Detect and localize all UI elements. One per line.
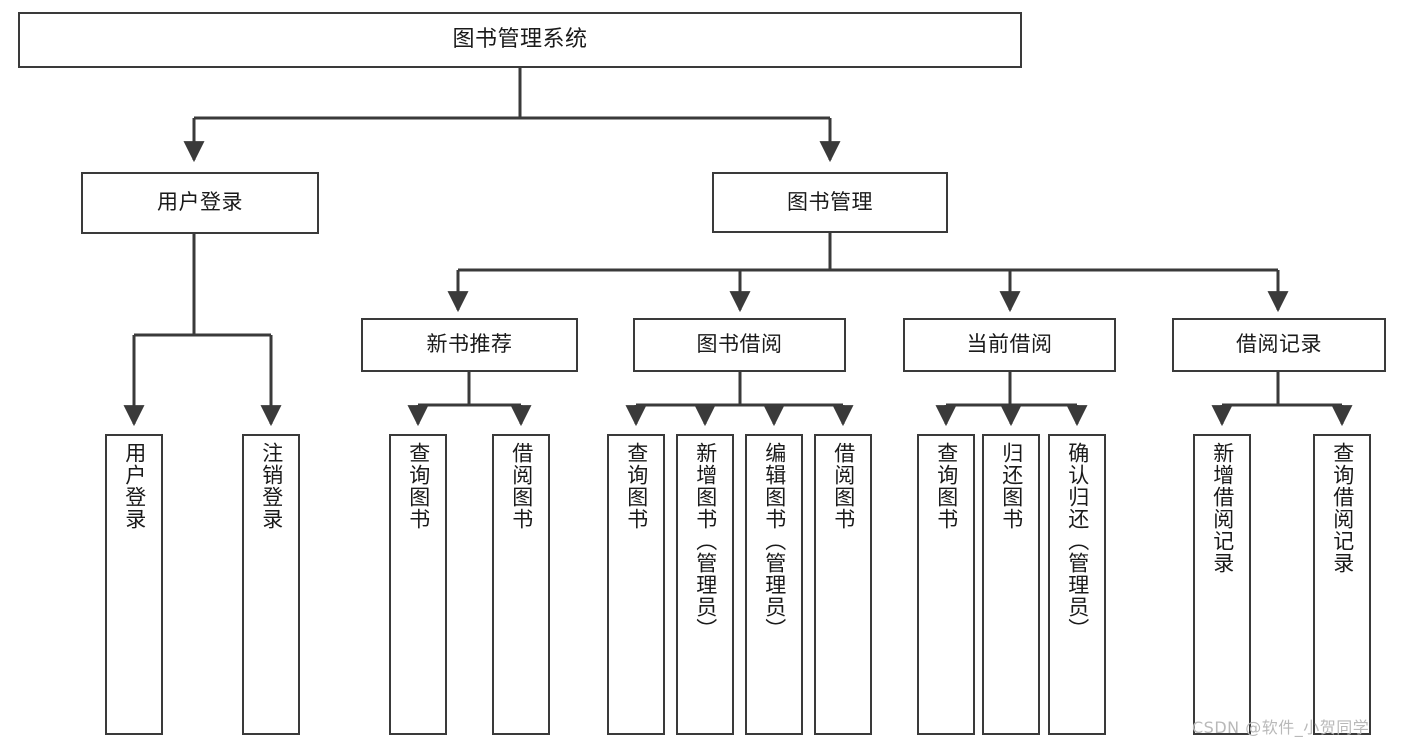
node-book-manage[interactable]: 图书管理 <box>712 172 948 233</box>
leaf-edit-book[interactable]: 编辑图书（管理员） <box>745 434 803 735</box>
leaf-edit-book-label: 编辑图书（管理员） <box>762 442 787 640</box>
leaf-query-record[interactable]: 查询借阅记录 <box>1313 434 1371 735</box>
leaf-query-book-3[interactable]: 查询图书 <box>917 434 975 735</box>
leaf-confirm-return-label: 确认归还（管理员） <box>1065 442 1090 640</box>
leaf-query-record-label: 查询借阅记录 <box>1330 442 1355 574</box>
leaf-query-book-3-label: 查询图书 <box>934 442 959 530</box>
leaf-borrow-book-2-label: 借阅图书 <box>831 442 856 530</box>
leaf-query-book-2-label: 查询图书 <box>624 442 649 530</box>
node-book-borrow[interactable]: 图书借阅 <box>633 318 846 372</box>
node-new-book-recommend-label: 新书推荐 <box>426 332 513 357</box>
node-borrow-record-label: 借阅记录 <box>1236 332 1322 357</box>
leaf-add-record[interactable]: 新增借阅记录 <box>1193 434 1251 735</box>
node-book-borrow-label: 图书借阅 <box>696 332 783 357</box>
leaf-user-login-label: 用户登录 <box>122 442 147 530</box>
watermark: CSDN @软件_小贺同学 <box>1192 718 1370 737</box>
leaf-return-book[interactable]: 归还图书 <box>982 434 1040 735</box>
leaf-user-login[interactable]: 用户登录 <box>105 434 163 735</box>
node-root-label: 图书管理系统 <box>452 26 588 52</box>
node-new-book-recommend[interactable]: 新书推荐 <box>361 318 578 372</box>
node-user-login[interactable]: 用户登录 <box>81 172 319 234</box>
node-borrow-record[interactable]: 借阅记录 <box>1172 318 1386 372</box>
leaf-user-logout[interactable]: 注销登录 <box>242 434 300 735</box>
leaf-add-book[interactable]: 新增图书（管理员） <box>676 434 734 735</box>
leaf-borrow-book-2[interactable]: 借阅图书 <box>814 434 872 735</box>
leaf-add-book-label: 新增图书（管理员） <box>693 442 718 640</box>
node-current-borrow[interactable]: 当前借阅 <box>903 318 1116 372</box>
leaf-add-record-label: 新增借阅记录 <box>1210 442 1235 574</box>
leaf-borrow-book-1-label: 借阅图书 <box>509 442 534 530</box>
node-user-login-label: 用户登录 <box>157 190 243 215</box>
leaf-query-book-2[interactable]: 查询图书 <box>607 434 665 735</box>
node-root[interactable]: 图书管理系统 <box>18 12 1022 68</box>
node-book-manage-label: 图书管理 <box>787 189 873 214</box>
leaf-user-logout-label: 注销登录 <box>259 442 284 530</box>
leaf-query-book-1[interactable]: 查询图书 <box>389 434 447 735</box>
leaf-query-book-1-label: 查询图书 <box>406 442 431 530</box>
leaf-confirm-return[interactable]: 确认归还（管理员） <box>1048 434 1106 735</box>
leaf-return-book-label: 归还图书 <box>999 442 1024 530</box>
node-current-borrow-label: 当前借阅 <box>966 332 1053 357</box>
leaf-borrow-book-1[interactable]: 借阅图书 <box>492 434 550 735</box>
